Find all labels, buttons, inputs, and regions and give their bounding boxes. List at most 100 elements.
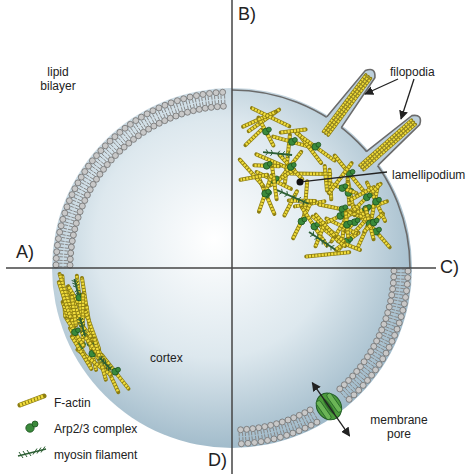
lipid-head: [94, 153, 100, 159]
filopodium-membrane: [327, 70, 375, 128]
actin-icon-edge: [20, 396, 44, 405]
lipid-tail: [62, 237, 65, 239]
lipid-tail: [393, 305, 396, 307]
lipid-tail: [65, 247, 68, 248]
lipid-head: [284, 432, 290, 438]
lipid-head: [78, 174, 84, 180]
lipid-tail: [346, 393, 348, 396]
quadrant-letter-holder: A): [16, 242, 34, 263]
lipid-tail: [67, 231, 70, 233]
lipid-tail: [66, 241, 69, 243]
actin-filament-edge: [258, 118, 273, 146]
lipid-tail: [104, 151, 107, 153]
actin-filament-edge: [259, 176, 271, 212]
lipid-tail: [76, 194, 79, 195]
lipid-head: [77, 209, 83, 215]
actin-filament: [258, 118, 273, 146]
lipid-bilayer: [53, 89, 226, 268]
lipid-tail: [186, 101, 188, 104]
lipid-tail: [278, 426, 280, 429]
lipid-tail: [310, 413, 312, 416]
lipid-tail: [123, 139, 125, 142]
myosin-heads: [279, 189, 306, 205]
lipid-tail: [175, 109, 176, 112]
actin-filament: [306, 252, 349, 256]
lipid-head: [75, 180, 81, 186]
lipid-tail: [283, 430, 284, 433]
lipid-tail: [141, 126, 143, 129]
lipid-tail: [398, 304, 401, 306]
lipid-tail: [291, 422, 292, 425]
vesicle-illustration: [52, 70, 420, 448]
actin-filament: [353, 184, 381, 211]
lipid-head: [388, 298, 394, 304]
lipid-head: [79, 203, 85, 209]
lipid-tail: [296, 420, 297, 423]
lipid-tail: [67, 216, 70, 217]
actin-filament: [335, 156, 365, 192]
lipid-tail: [389, 331, 392, 332]
leader-arrow: [365, 79, 398, 94]
lipid-tail: [302, 417, 303, 420]
lipid-head: [302, 410, 308, 416]
lipid-tail: [85, 185, 88, 187]
lipid-tail: [64, 266, 67, 267]
lipid-tail: [105, 157, 108, 159]
lipid-head: [193, 93, 199, 99]
lipid-tail: [368, 362, 371, 364]
lipid-head: [360, 382, 366, 388]
lipid-head: [55, 236, 61, 242]
lipid-tail: [276, 431, 278, 434]
lipid-tail: [401, 275, 404, 276]
lipid-tail: [384, 343, 387, 345]
lipid-tail: [64, 228, 67, 230]
lipid-tail: [164, 114, 165, 117]
arp23-complex: [350, 169, 355, 174]
lipid-head: [107, 138, 113, 144]
actin-filament-edge: [326, 77, 369, 134]
lipid-tail: [121, 141, 123, 144]
lipid-head: [98, 148, 104, 154]
lipid-tail: [371, 365, 374, 367]
actin-filament-edge: [281, 129, 306, 132]
lipid-head: [244, 426, 250, 432]
lipid-tail: [308, 415, 310, 418]
lipid-tail: [84, 188, 87, 190]
lipid-head: [144, 111, 150, 117]
axis-line: [231, 0, 233, 474]
lipid-tail: [242, 433, 243, 436]
lipid-tail: [199, 103, 201, 106]
myosin-heads: [266, 149, 290, 157]
lipid-tail: [65, 244, 68, 245]
lipid-tail: [71, 220, 74, 221]
myosin-heads: [77, 318, 87, 336]
arp23-complex: [377, 197, 382, 202]
actin-filament-edge: [316, 215, 335, 237]
lipid-tail: [397, 306, 400, 308]
quadrant-letter: B): [238, 4, 256, 24]
actin-filament-edge: [254, 163, 279, 168]
lipid-head: [53, 255, 59, 261]
lipid-tail: [395, 291, 398, 292]
actin-filament-edge: [296, 133, 334, 160]
part-label: lamellipodium: [392, 168, 465, 182]
actin-filament-edge: [279, 155, 302, 179]
lipid-tail: [120, 136, 122, 139]
lipid-tail: [187, 106, 189, 109]
lipid-tail: [394, 299, 397, 301]
lipid-head: [308, 422, 314, 428]
actin-filament: [316, 224, 325, 247]
lipid-tail: [394, 317, 397, 318]
arp23-complex: [267, 127, 272, 132]
lipid-head: [302, 425, 308, 431]
lipid-tail: [131, 128, 133, 131]
lipid-head: [386, 344, 392, 350]
lipid-tail: [89, 180, 92, 182]
lipid-head: [82, 197, 88, 203]
lipid-tail: [178, 108, 179, 111]
lipid-head: [156, 120, 162, 126]
part-label-holder: membrane pore: [366, 414, 432, 442]
actin-filament-edge: [335, 156, 365, 192]
actin-filament-edge: [245, 130, 261, 145]
lipid-tail: [392, 325, 395, 326]
